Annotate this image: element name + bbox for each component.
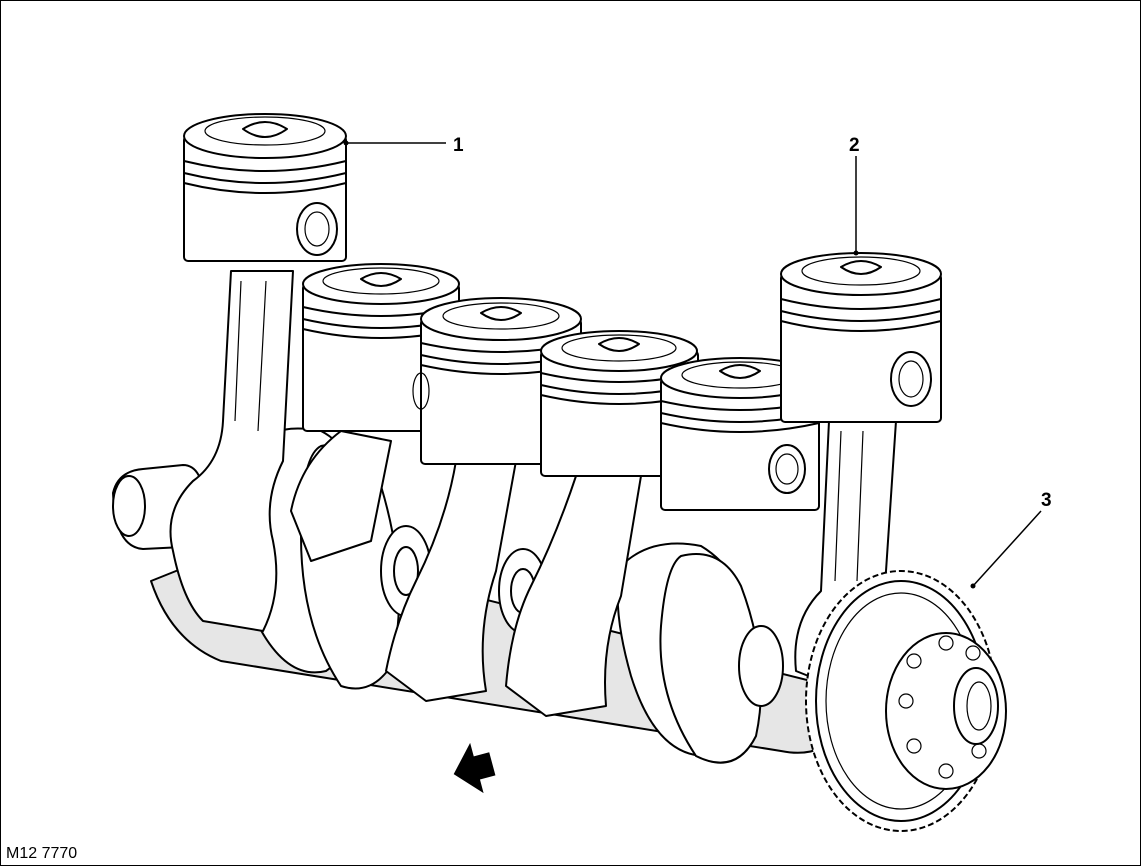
piston-6 <box>780 252 942 692</box>
callout-3: 3 <box>1041 490 1052 511</box>
piston-3 <box>385 297 582 702</box>
callout-leaders <box>343 140 1042 589</box>
piston-5 <box>660 357 820 511</box>
arrow-icon <box>453 742 496 794</box>
callout-1: 1 <box>453 135 464 156</box>
figure-code: M12 7770 <box>6 845 78 862</box>
piston-1 <box>169 113 347 632</box>
callout-2: 2 <box>849 135 860 156</box>
timing-gear <box>805 570 1007 832</box>
piston-4 <box>505 330 699 717</box>
